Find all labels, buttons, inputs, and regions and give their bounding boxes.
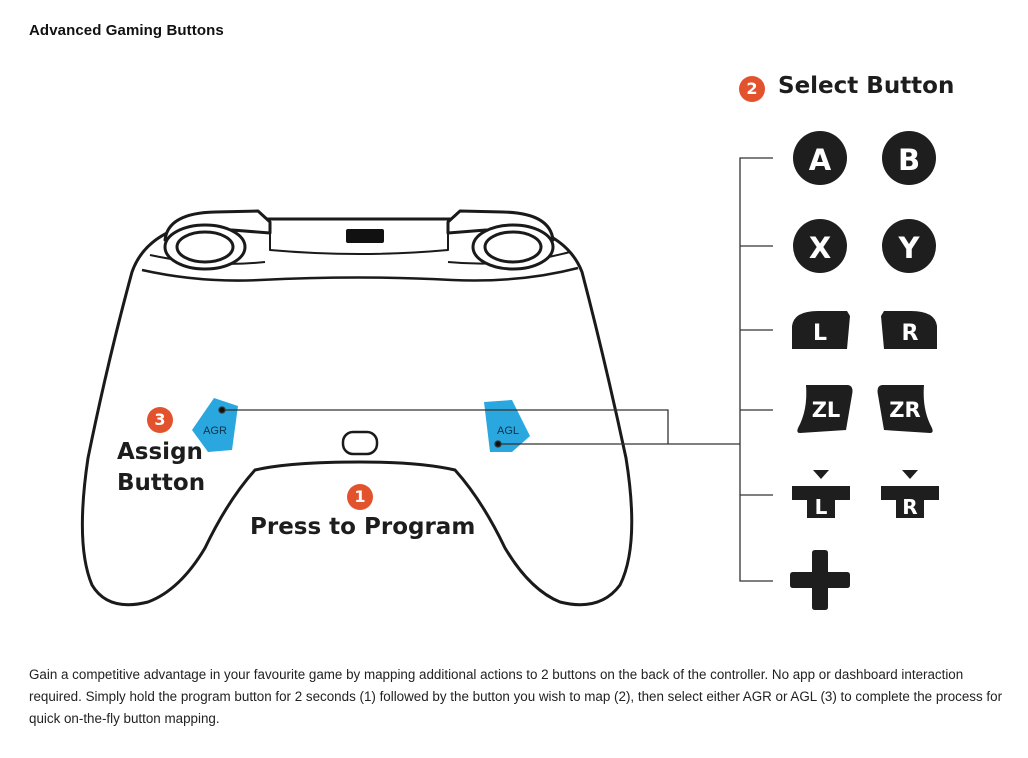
step-3-badge: 3 [147,407,173,433]
left-bumper [163,209,272,271]
page-heading: Advanced Gaming Buttons [29,22,224,39]
svg-text:B: B [898,143,920,177]
svg-text:ZR: ZR [889,398,920,422]
agl-button: AGL [484,400,530,452]
button-r: R [881,311,937,349]
step-1-label: Press to Program [250,514,476,540]
button-zr: ZR [877,385,933,433]
svg-text:R: R [902,321,919,346]
button-y: Y [882,219,936,273]
description-text: Gain a competitive advantage in your fav… [29,667,1003,726]
svg-text:Y: Y [898,231,921,265]
connector-lines [218,157,773,582]
svg-text:ZL: ZL [812,398,841,422]
step-3-label-line2: Button [117,470,206,496]
button-l-stick-press: L [792,470,850,519]
controller-diagram: AGR AGL A B X Y L R [80,131,939,610]
agr-button: AGR [192,398,238,452]
svg-text:R: R [902,495,917,519]
button-zl: ZL [797,385,853,433]
right-bumper [446,209,555,271]
svg-text:L: L [815,495,828,519]
step-2-label: Select Button [778,73,955,99]
agr-button-label: AGR [203,425,227,437]
button-a: A [793,131,847,185]
button-l: L [792,311,850,349]
button-x: X [793,219,847,273]
step-1-badge: 1 [347,484,373,510]
program-button [341,430,379,456]
svg-text:X: X [809,231,831,265]
dpad-icon [790,550,850,610]
agl-button-label: AGL [497,425,519,437]
svg-text:A: A [809,143,832,177]
step-3-label-line1: Assign [117,439,203,465]
button-r-stick-press: R [881,470,939,519]
button-b: B [882,131,936,185]
sensor-bar [346,229,384,243]
step-2-badge: 2 [739,76,765,102]
svg-text:L: L [813,321,827,346]
